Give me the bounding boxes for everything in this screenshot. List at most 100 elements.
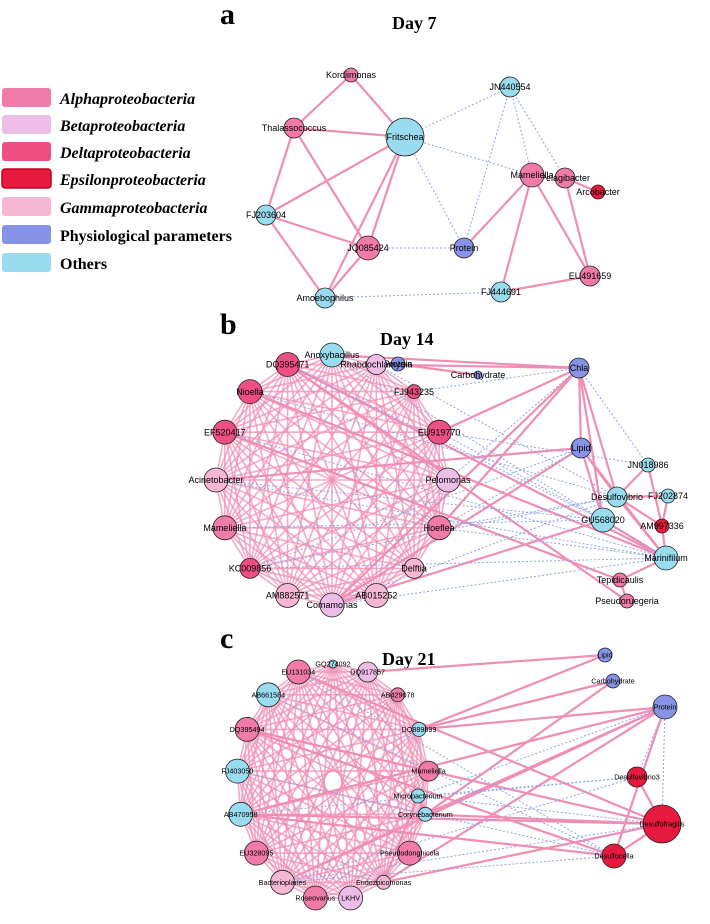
node-circle xyxy=(654,518,670,534)
edge-pelomonas-nioella xyxy=(249,390,449,481)
node-circle xyxy=(453,237,475,259)
node-circle xyxy=(435,467,461,493)
node-label: FJ203604 xyxy=(246,210,286,220)
edge-protein-bacterioplanes xyxy=(282,706,666,884)
edge-pelagibacter-eu491659 xyxy=(563,177,592,277)
edge-dq395471-gu568020 xyxy=(287,364,604,521)
node-circle xyxy=(426,419,452,445)
edge-carbohydrate-dq889899 xyxy=(418,679,614,731)
node-ab661584: AB661584 xyxy=(252,682,285,708)
edge-eu328095-dq395494 xyxy=(246,729,258,854)
node-label: Microbacterium xyxy=(393,792,442,801)
edge-lipid-acinetobacter xyxy=(215,446,582,482)
node-circle xyxy=(619,593,635,609)
node-desulfocella: Desulfocella xyxy=(594,843,634,869)
legend-swatch-epsilon xyxy=(1,168,52,189)
edge-delftia-dq395471 xyxy=(286,364,415,569)
node-label: FJ444691 xyxy=(481,287,521,297)
node-eu131034: EU131034 xyxy=(281,659,315,685)
node-circle xyxy=(237,379,263,405)
edge-chla-lipid xyxy=(577,367,583,449)
edge-ab015252-acinetobacter xyxy=(215,479,377,597)
edge-chla-hoeflea xyxy=(438,367,580,529)
node-circle xyxy=(314,287,336,309)
edge-comamonas-dq395471 xyxy=(286,364,333,606)
node-label: Roseovarius xyxy=(295,894,335,903)
edge-desulfocella-eu131034 xyxy=(298,671,615,857)
node-label: Protein xyxy=(450,243,479,253)
node-circle xyxy=(570,437,592,459)
edge-fritschea-fj203604 xyxy=(265,136,406,216)
node-label: FJ403050 xyxy=(221,767,253,776)
node-dq395471: DQ395471 xyxy=(266,352,310,377)
node-carbohydrate: Carbohydrate xyxy=(451,370,506,380)
edge-kc009856-marinifilum xyxy=(249,557,667,569)
edge-chla-eu919770 xyxy=(438,367,580,434)
edge-fj203604-jq085424 xyxy=(265,213,369,250)
node-circle xyxy=(319,592,345,618)
network-edges xyxy=(215,353,670,607)
edge-protein-desulfofragilis xyxy=(661,706,666,825)
node-label: GQ274092 xyxy=(315,660,350,669)
node-label: AB015252 xyxy=(355,591,397,601)
node-label: EU328095 xyxy=(239,849,273,858)
edge-desulfocella-dq395494 xyxy=(246,728,615,858)
node-label: Nioella xyxy=(236,387,264,397)
node-circle xyxy=(597,647,613,663)
node-circle xyxy=(283,117,305,139)
node-chla: Chla xyxy=(568,357,590,379)
node-label: EU919770 xyxy=(418,427,461,437)
network-day21: LipidCarbohydrateProteinGQ274092DQ917857… xyxy=(221,647,685,911)
node-label: Mameliella xyxy=(411,767,445,776)
node-label: FJ943235 xyxy=(394,387,434,397)
edge-desulfofragilis-endozoicomonas xyxy=(383,822,663,884)
node-circle xyxy=(406,384,422,400)
node-hoeflea: Hoeflea xyxy=(424,515,455,541)
edge-dq917857-mameliella xyxy=(366,671,430,772)
node-circle xyxy=(652,694,678,720)
edge-desulfofragilis-microbacterium xyxy=(417,795,663,825)
node-am997336: AM997336 xyxy=(640,518,684,534)
edge-lkhv-eu131034 xyxy=(297,671,352,899)
edge-tepidicaulis-ef520417 xyxy=(224,431,621,582)
node-circle xyxy=(285,659,311,685)
node-mameliella: Mameliella xyxy=(203,515,246,541)
edge-delftia-ef520417 xyxy=(224,431,415,570)
node-label: Fritschea xyxy=(386,132,423,142)
edge-carbohydrate-corynebacterium xyxy=(424,680,614,816)
node-circle xyxy=(626,766,648,788)
edge-comamonas-ef520417 xyxy=(224,431,333,606)
node-bacterioplanes: Bacterioplanes xyxy=(259,869,307,895)
node-label: AM882571 xyxy=(266,591,310,601)
node-circle xyxy=(385,117,425,157)
edge-comamonas-mameliella xyxy=(224,527,333,606)
edge-am882571-nioella xyxy=(249,391,289,596)
node-label: DQ395471 xyxy=(266,360,310,370)
node-label: Comamonas xyxy=(306,600,358,610)
edge-pseudodonghicola-fj403050 xyxy=(237,770,410,854)
edge-fj943235-dq395471 xyxy=(287,363,415,393)
node-kc009856: KC009856 xyxy=(229,557,271,579)
node-circle xyxy=(590,507,616,533)
node-circle xyxy=(275,583,301,608)
node-label: Arcobacter xyxy=(576,187,620,197)
node-ab015252: AB015252 xyxy=(355,583,397,608)
edge-chla-desulfovibrio xyxy=(577,367,619,498)
edge-anoxybacillus-ab015252 xyxy=(331,354,378,596)
edge-desulfofragilis-ab470958 xyxy=(240,813,663,826)
legend-label-physio: Physiological parameters xyxy=(60,228,232,245)
node-label: Mameliella xyxy=(203,523,246,533)
edge-ab015252-dq395471 xyxy=(286,364,378,596)
node-label: Thalassococcus xyxy=(262,123,327,133)
node-label: GU568020 xyxy=(581,515,625,525)
panel-b-letter: b xyxy=(220,308,237,341)
network-edges xyxy=(264,74,599,299)
node-anoxybacillus: Anoxybacillus xyxy=(304,342,360,368)
edge-lipid-gu568020 xyxy=(579,447,605,521)
node-am882571: AM882571 xyxy=(266,583,310,608)
node-circle xyxy=(640,457,656,473)
node-circle xyxy=(417,806,433,822)
edge-mameliella-eu491659 xyxy=(531,174,591,277)
node-jq085424: JQ085424 xyxy=(347,235,389,261)
edge-mameliella-protein xyxy=(463,174,533,249)
